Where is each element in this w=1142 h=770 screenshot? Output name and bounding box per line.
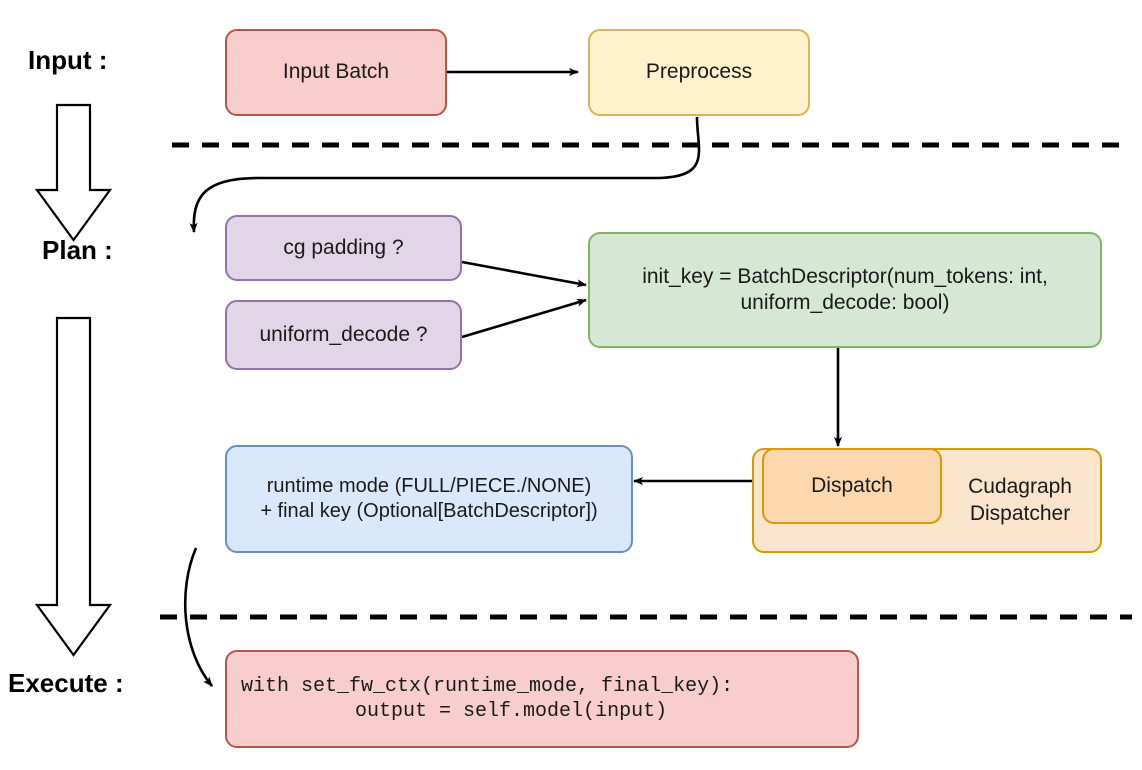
node-preprocess[interactable]: Preprocess	[588, 29, 810, 116]
node-input-batch[interactable]: Input Batch	[225, 29, 447, 116]
stage-block-arrow-input-to-plan	[34, 103, 113, 242]
stage-label-execute: Execute :	[8, 668, 124, 698]
stage-block-arrow-plan-to-execute	[34, 316, 113, 657]
node-execute-code[interactable]: with set_fw_ctx(runtime_mode, final_key)…	[225, 650, 859, 748]
edge-uniform-decode-to-init-key	[461, 298, 587, 339]
node-cg-padding[interactable]: cg padding ?	[225, 215, 462, 281]
node-uniform-decode[interactable]: uniform_decode ?	[225, 300, 462, 370]
stage-label-input: Input :	[28, 45, 108, 75]
edge-runtime-mode-to-execute-code	[183, 547, 213, 687]
node-dispatch[interactable]: Dispatch	[762, 448, 942, 524]
node-runtime-mode[interactable]: runtime mode (FULL/PIECE./NONE) + final …	[225, 445, 633, 553]
edge-cg-padding-to-init-key	[461, 260, 587, 288]
node-init-key[interactable]: init_key = BatchDescriptor(num_tokens: i…	[588, 232, 1102, 348]
stage-label-plan: Plan :	[42, 235, 113, 265]
